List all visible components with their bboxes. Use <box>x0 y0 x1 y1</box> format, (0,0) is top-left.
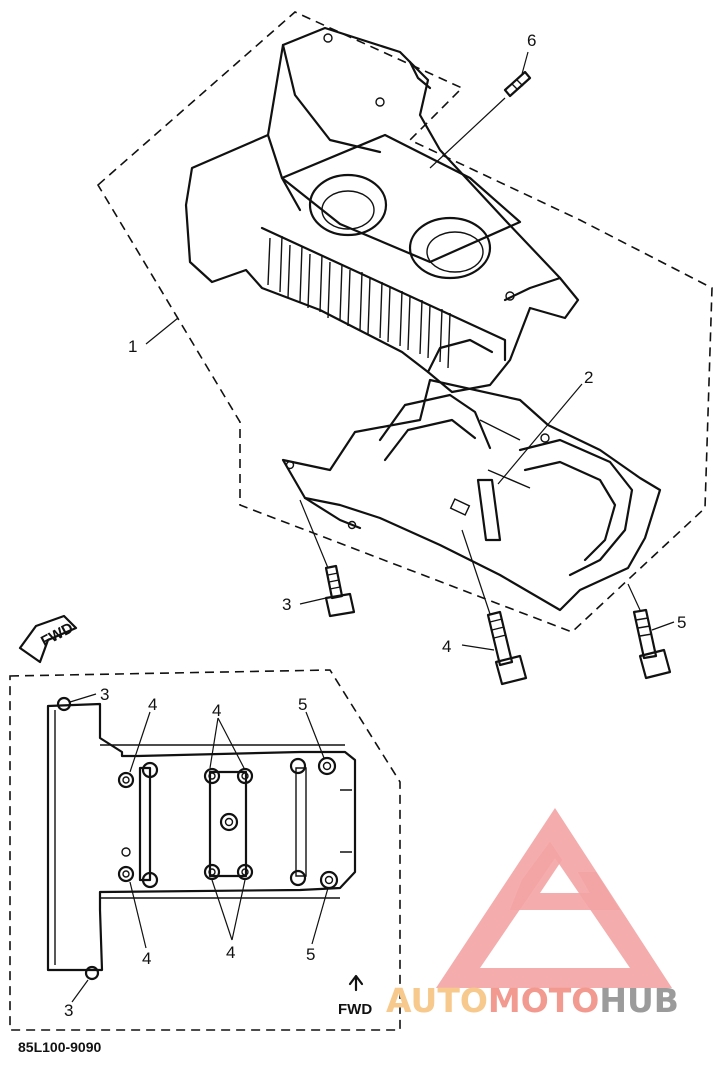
inset-callout-5-top: 5 <box>298 695 307 714</box>
leader-6b <box>429 97 506 169</box>
fwd-arrow-badge: FWD <box>18 614 78 664</box>
inset-leader-tl3 <box>69 693 97 703</box>
leader-3 <box>299 597 327 605</box>
inset-callout-3-bottom: 3 <box>64 1001 73 1020</box>
upper-crankcase <box>184 26 580 394</box>
inset-callout-4-top-left: 4 <box>148 695 157 714</box>
inset-leader-t4b-1 <box>209 717 219 769</box>
leader-5b <box>627 583 641 611</box>
fwd-label: FWD <box>338 1001 372 1018</box>
inset-leader-b4a <box>129 881 147 949</box>
callout-3: 3 <box>282 595 291 614</box>
watermark-text: AUTOMOTOHUB <box>386 981 679 1020</box>
bolt-4 <box>486 610 528 686</box>
inset-leader-b4b-2 <box>231 879 246 941</box>
diagram-code: 85L100-9090 <box>18 1039 102 1055</box>
inset-leader-t5 <box>305 711 325 759</box>
inset-callout-4-bottom-center: 4 <box>226 943 235 962</box>
leader-3b <box>299 499 329 569</box>
callout-1: 1 <box>128 337 137 356</box>
fwd-up-arrow-icon <box>348 974 364 992</box>
leader-4 <box>461 644 495 651</box>
dowel-pin <box>476 478 502 542</box>
inset-leader-b5 <box>311 887 329 945</box>
leader-2 <box>497 383 583 485</box>
lower-crankcase <box>281 378 662 612</box>
leader-5 <box>651 621 675 631</box>
watermark-part-hub: HUB <box>599 981 679 1020</box>
inset-callout-4-bottom-left: 4 <box>142 949 151 968</box>
inset-leader-bl3 <box>71 979 89 1003</box>
callout-5: 5 <box>677 613 686 632</box>
automotohub-logo <box>436 808 672 988</box>
leader-6 <box>521 51 529 75</box>
breather-fitting <box>503 70 532 98</box>
watermark-part-auto: AUTO <box>386 981 488 1020</box>
inset-leader-b4b-1 <box>211 879 233 941</box>
logo-triangle <box>436 808 672 988</box>
callout-4: 4 <box>442 637 451 656</box>
inset-leader-t4b-2 <box>217 717 245 769</box>
callout-2: 2 <box>584 368 593 387</box>
inset-bottom-view <box>46 696 357 981</box>
bolt-5 <box>632 608 672 680</box>
inset-callout-4-top-center: 4 <box>212 701 221 720</box>
inset-callout-5-bottom: 5 <box>306 945 315 964</box>
watermark-part-moto: MOTO <box>488 981 599 1020</box>
inset-callout-3-top: 3 <box>100 685 109 704</box>
leader-1 <box>145 317 179 345</box>
inset-outline <box>9 669 401 1031</box>
fwd-direction-indicator: FWD <box>338 974 372 1018</box>
bolt-3 <box>324 564 356 618</box>
upper-group-outline <box>96 11 713 633</box>
callout-6: 6 <box>527 31 536 50</box>
logo-inner-mark <box>510 842 620 910</box>
inset-leader-t4a <box>129 711 151 773</box>
leader-4b <box>461 529 491 615</box>
